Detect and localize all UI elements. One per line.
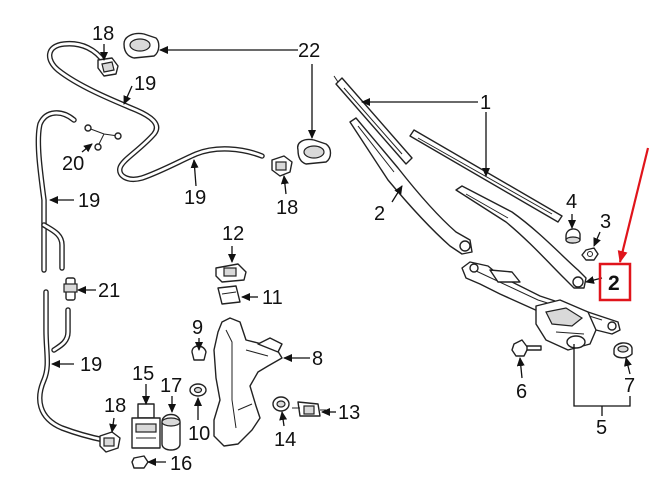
leader-lines: [49, 44, 632, 466]
callout-7: 7: [624, 375, 635, 397]
callout-18-bottom: 18: [104, 395, 126, 417]
callout-14: 14: [274, 429, 296, 451]
callout-18-top: 18: [92, 23, 114, 45]
callout-17: 17: [160, 375, 182, 397]
callout-16: 16: [170, 453, 192, 475]
callout-13: 13: [338, 402, 360, 424]
callout-labels: 18 19 20 19 19 21 19 18 15 17 16 22 18 1…: [62, 23, 635, 475]
level-sensor-plug: [272, 396, 290, 412]
pivot-nut: [581, 247, 599, 261]
callout-3: 3: [600, 211, 611, 233]
callout-20: 20: [62, 153, 84, 175]
callout-19-lower: 19: [80, 354, 102, 376]
check-valve: [63, 277, 78, 301]
grommet: [613, 342, 633, 359]
callout-22: 22: [298, 40, 320, 62]
callout-12: 12: [222, 223, 244, 245]
callout-15: 15: [132, 363, 154, 385]
callout-19-mid: 19: [184, 187, 206, 209]
callout-9: 9: [192, 317, 203, 339]
mount-bushing: [217, 285, 241, 305]
wiper-motor: [535, 299, 597, 351]
callout-8: 8: [312, 348, 323, 370]
pivot-cap: [565, 228, 581, 244]
callout-18-mid: 18: [276, 197, 298, 219]
callout-1: 1: [480, 92, 491, 114]
wiper-arm-left: [349, 117, 473, 255]
washer-hose-left-vertical: [35, 110, 77, 273]
callout-10: 10: [188, 423, 210, 445]
washer-hose-lower: [37, 289, 107, 443]
wiper-blade-upper: [333, 75, 413, 165]
callout-6: 6: [516, 381, 527, 403]
callout-5: 5: [596, 417, 607, 439]
callout-19-left: 19: [78, 190, 100, 212]
hose-connector-top: [97, 57, 119, 77]
mount-clip: [215, 263, 247, 283]
callout-21: 21: [98, 280, 120, 302]
level-sensor: [292, 401, 326, 417]
callout-19-upper: 19: [134, 73, 156, 95]
callout-4: 4: [566, 191, 577, 213]
pump-seal: [161, 413, 181, 451]
callout-2-left: 2: [374, 203, 385, 225]
callout-11: 11: [262, 287, 283, 309]
washer-pump: [131, 403, 161, 449]
washer-hose-upper: [47, 40, 265, 182]
hose-connector-bottom: [99, 431, 121, 453]
washer-nozzle-left: [123, 32, 160, 59]
callout-2-highlighted: 2: [608, 272, 620, 295]
y-connector: [84, 124, 122, 151]
hose-connector-mid: [271, 155, 293, 177]
highlight-indicator: [598, 147, 650, 302]
reservoir-grommet: [189, 383, 207, 397]
mounting-bolt: [511, 339, 542, 357]
pump-grommet-small: [131, 455, 149, 469]
washer-nozzle-right: [297, 138, 332, 165]
washer-reservoir: [213, 317, 283, 447]
